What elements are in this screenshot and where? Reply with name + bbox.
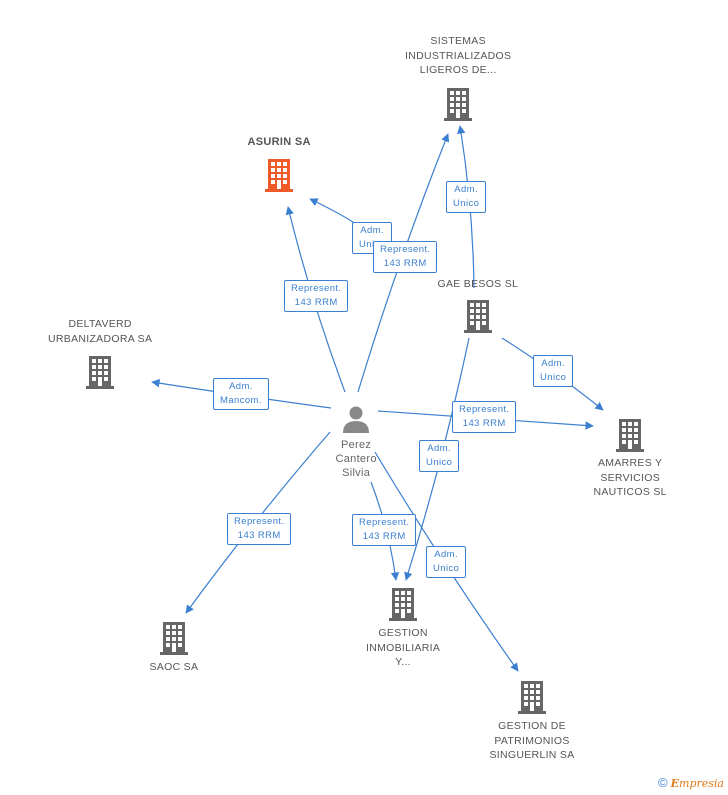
copyright-icon: © <box>657 775 668 790</box>
node-label-asurin[interactable]: ASURIN SA <box>247 136 311 148</box>
building-icon[interactable] <box>389 588 417 621</box>
node-label-gae[interactable]: GAE BESOS SL <box>437 278 519 290</box>
edge-label[interactable]: Adm.Unico <box>419 440 460 472</box>
building-icon[interactable] <box>444 88 472 121</box>
edge-label[interactable]: Adm.Unico <box>446 181 487 213</box>
building-icon[interactable] <box>86 356 114 389</box>
building-icon[interactable] <box>518 681 546 714</box>
building-icon[interactable] <box>265 159 293 192</box>
building-icon[interactable] <box>160 622 188 655</box>
building-icon[interactable] <box>464 300 492 333</box>
edge-label[interactable]: Adm.Unico <box>426 546 467 578</box>
person-icon[interactable] <box>343 406 369 434</box>
empresia-watermark: © Empresia <box>658 775 724 790</box>
edge-label[interactable]: Represent.143 RRM <box>373 241 438 273</box>
edge-label[interactable]: Represent.143 RRM <box>227 513 292 545</box>
edge-label[interactable]: Adm.Mancom. <box>213 378 269 410</box>
edge-label[interactable]: Represent.143 RRM <box>352 514 417 546</box>
building-icon[interactable] <box>616 419 644 452</box>
edge-label[interactable]: Represent.143 RRM <box>452 401 517 433</box>
node-label-saoc[interactable]: SAOC SA <box>149 661 199 673</box>
edge-label[interactable]: Adm.Unico <box>533 355 574 387</box>
brand-logo: Empresia <box>670 777 724 790</box>
edge-label[interactable]: Represent.143 RRM <box>284 280 349 312</box>
